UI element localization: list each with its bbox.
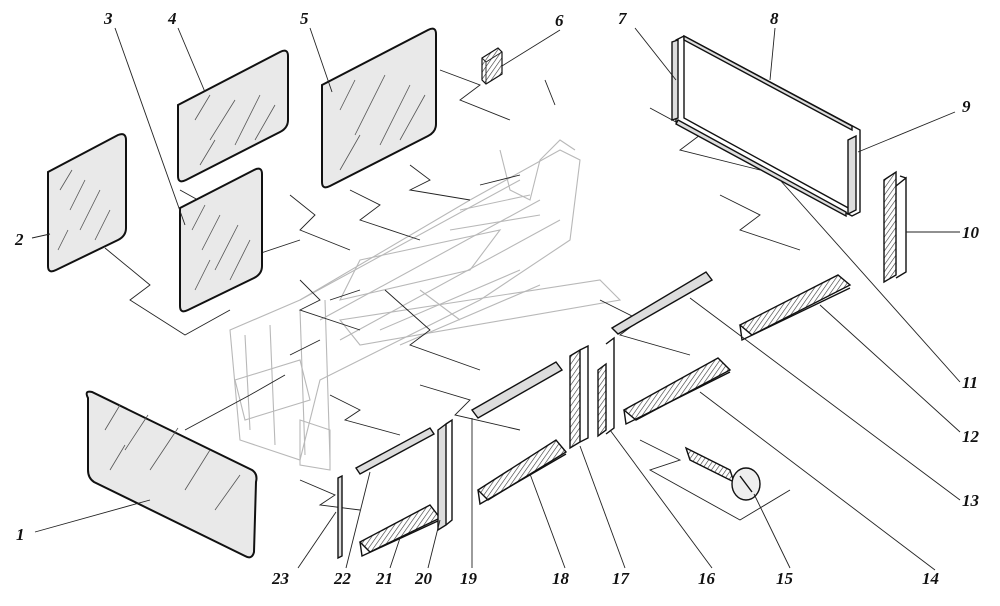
callout-5: 5 — [300, 9, 309, 28]
glass-pane-1 — [85, 390, 258, 559]
part-6-block — [481, 47, 503, 85]
callout-18: 18 — [552, 569, 570, 588]
part-10-profile — [883, 170, 907, 284]
callout-16: 16 — [698, 569, 716, 588]
callout-7: 7 — [618, 9, 628, 28]
part-22-strip — [354, 427, 436, 475]
callout-2: 2 — [14, 230, 24, 249]
callout-13: 13 — [962, 491, 980, 510]
glass-pane-3 — [179, 167, 263, 313]
rear-frame-7-8-9 — [671, 34, 861, 218]
glass-pane-4 — [177, 49, 289, 183]
callout-4: 4 — [167, 9, 177, 28]
callout-1: 1 — [16, 525, 25, 544]
part-20-post — [437, 418, 453, 532]
part-17-post — [569, 344, 589, 450]
part-12-profile — [738, 274, 852, 342]
leader-lines — [31, 27, 961, 571]
callout-20: 20 — [414, 569, 433, 588]
part-15-screw — [684, 446, 761, 501]
callout-22: 22 — [333, 569, 352, 588]
callout-6: 6 — [555, 11, 564, 30]
callout-10: 10 — [962, 223, 980, 242]
callout-11: 11 — [962, 373, 978, 392]
part-13-strip — [610, 271, 714, 335]
part-18-profile — [476, 439, 568, 506]
callout-8: 8 — [770, 9, 779, 28]
part-14-profile — [622, 357, 732, 426]
part-19-strip — [470, 361, 564, 419]
callout-21: 21 — [375, 569, 393, 588]
callout-17: 17 — [612, 569, 631, 588]
part-21-profile — [358, 504, 442, 558]
callout-19: 19 — [460, 569, 478, 588]
callout-15: 15 — [776, 569, 794, 588]
callout-3: 3 — [103, 9, 113, 28]
callout-14: 14 — [922, 569, 939, 588]
callout-9: 9 — [962, 97, 971, 116]
callout-12: 12 — [962, 427, 980, 446]
callout-labels: 1 2 3 4 5 6 7 8 9 10 11 12 13 14 15 16 1… — [14, 9, 980, 588]
glass-pane-5 — [321, 27, 437, 189]
glass-pane-2 — [47, 133, 127, 273]
part-16-post — [597, 336, 615, 438]
part-23-post — [337, 474, 343, 560]
callout-23: 23 — [271, 569, 290, 588]
cab-frame — [229, 139, 622, 471]
